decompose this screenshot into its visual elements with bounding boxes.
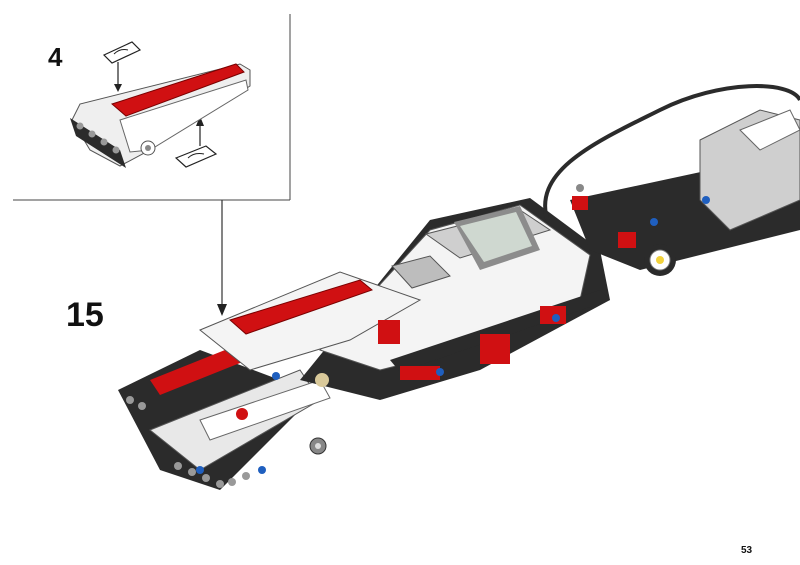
arrow-up-icon (196, 116, 204, 126)
callout-assembly (70, 63, 251, 168)
right-motor-assembly (570, 109, 800, 276)
rotate-flip-icon (174, 145, 218, 168)
left-arm (118, 340, 331, 490)
rotate-flip-icon (102, 41, 142, 64)
arrow-down-icon (114, 84, 122, 92)
main-step-number: 15 (66, 296, 104, 334)
cable (543, 84, 800, 223)
page-number: 53 (741, 545, 753, 556)
callout-frame (13, 14, 291, 316)
main-body (199, 198, 610, 400)
callout-step-number: 4 (48, 42, 63, 72)
arrow-down-icon (217, 304, 227, 316)
